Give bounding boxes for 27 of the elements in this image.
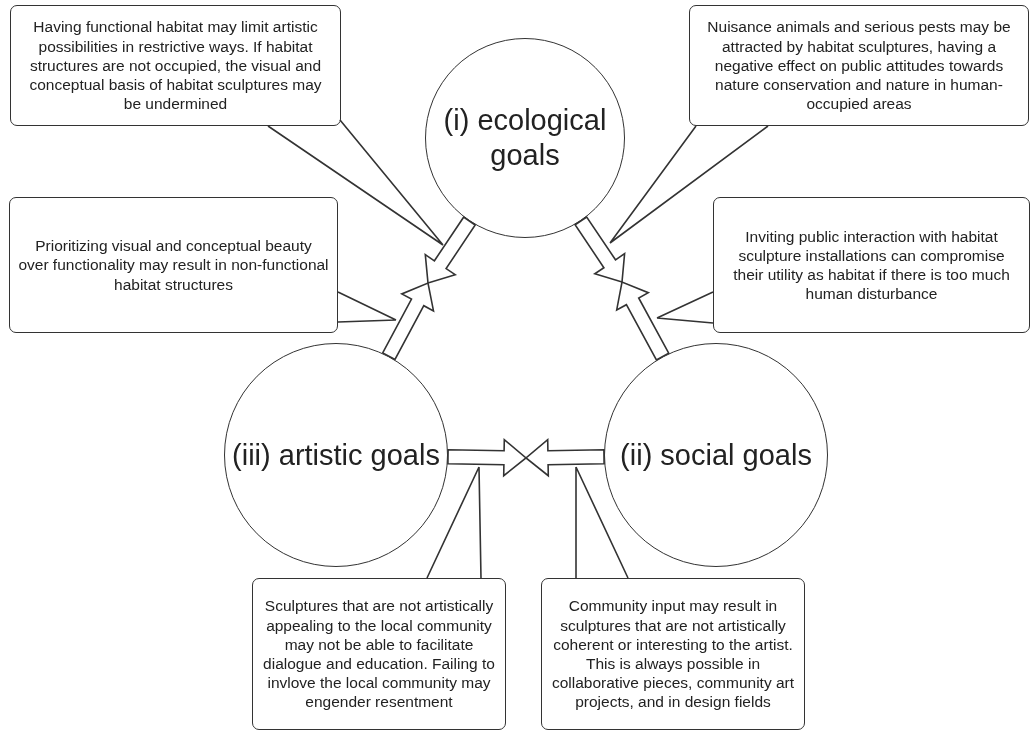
block-arrow bbox=[381, 281, 435, 361]
callout-text: Sculptures that are not artistically appealing to the local community may not be able to facilitate dialogue and education. Failing to invlove the local community may engender resentment bbox=[262, 596, 496, 712]
leader-line bbox=[575, 466, 629, 579]
callout-text: Having functional habitat may limit artistic possibilities in restrictive ways. If habitat structures are not occupied, the visual and conceptual basis of habitat sculptures may be undermined bbox=[28, 17, 323, 114]
block-arrow bbox=[574, 215, 626, 284]
block-arrow bbox=[524, 438, 605, 478]
leader-line bbox=[337, 291, 397, 323]
callout-box bbox=[713, 197, 1030, 333]
callout-text: Prioritizing visual and conceptual beauty over functionality may result in non-functional habitat structures bbox=[18, 236, 329, 294]
leader-line bbox=[656, 291, 714, 324]
leader-line bbox=[426, 466, 482, 579]
goal-label: (iii) artistic goals bbox=[232, 437, 440, 473]
leader-line bbox=[267, 119, 444, 246]
callout-box bbox=[541, 578, 805, 730]
block-arrow bbox=[424, 216, 477, 285]
leader-line bbox=[609, 125, 769, 244]
callout-box bbox=[9, 197, 338, 333]
goal-label: (i) ecological goals bbox=[442, 103, 608, 173]
callout-box bbox=[10, 5, 341, 126]
callout-text: Community input may result in sculptures that are not artistically coherent or interesting to the artist. This is always possible in collaborative pieces, community art projects, and in design fields bbox=[550, 596, 796, 712]
block-arrow bbox=[615, 280, 670, 361]
callout-text: Nuisance animals and serious pests may be attracted by habitat sculptures, having a negative effect on public attitudes towards nature conservation and nature in human-occupied areas bbox=[706, 17, 1012, 114]
callout-box bbox=[689, 5, 1029, 126]
goal-label: (ii) social goals bbox=[620, 437, 812, 473]
block-arrow bbox=[447, 438, 528, 478]
callout-box bbox=[252, 578, 506, 730]
callout-text: Inviting public interaction with habitat sculpture installations can compromise their utility as habitat if there is too much human disturbance bbox=[732, 226, 1011, 304]
